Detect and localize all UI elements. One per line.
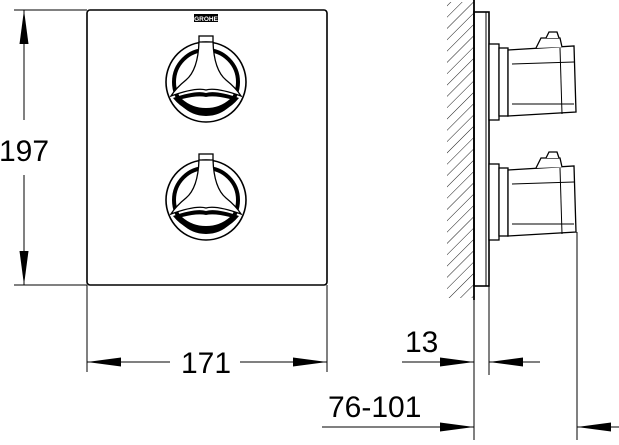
lower-knob [165,153,247,241]
cover-plate [86,9,328,286]
plate-depth-dimension: 13 [402,286,540,440]
side-cover-plate [473,11,490,287]
wall-hatching [446,2,474,298]
height-dimension: 197 [0,9,87,286]
height-label: 197 [0,135,49,168]
width-dimension: 171 [86,285,328,380]
brand-logo: GROHE [194,14,219,23]
projection-label: 76-101 [328,391,421,424]
side-view [444,0,577,300]
side-lower-handle [488,151,577,241]
brand-logo-text: GROHE [194,16,219,23]
plate-depth-label: 13 [405,326,438,359]
front-view: GROHE [86,9,328,286]
upper-knob-handle [169,41,243,114]
projection-dimension: 76-101 [322,232,619,440]
upper-knob [165,35,247,123]
width-label: 171 [181,347,231,380]
lower-knob-handle [169,159,243,232]
side-upper-handle [488,31,577,121]
